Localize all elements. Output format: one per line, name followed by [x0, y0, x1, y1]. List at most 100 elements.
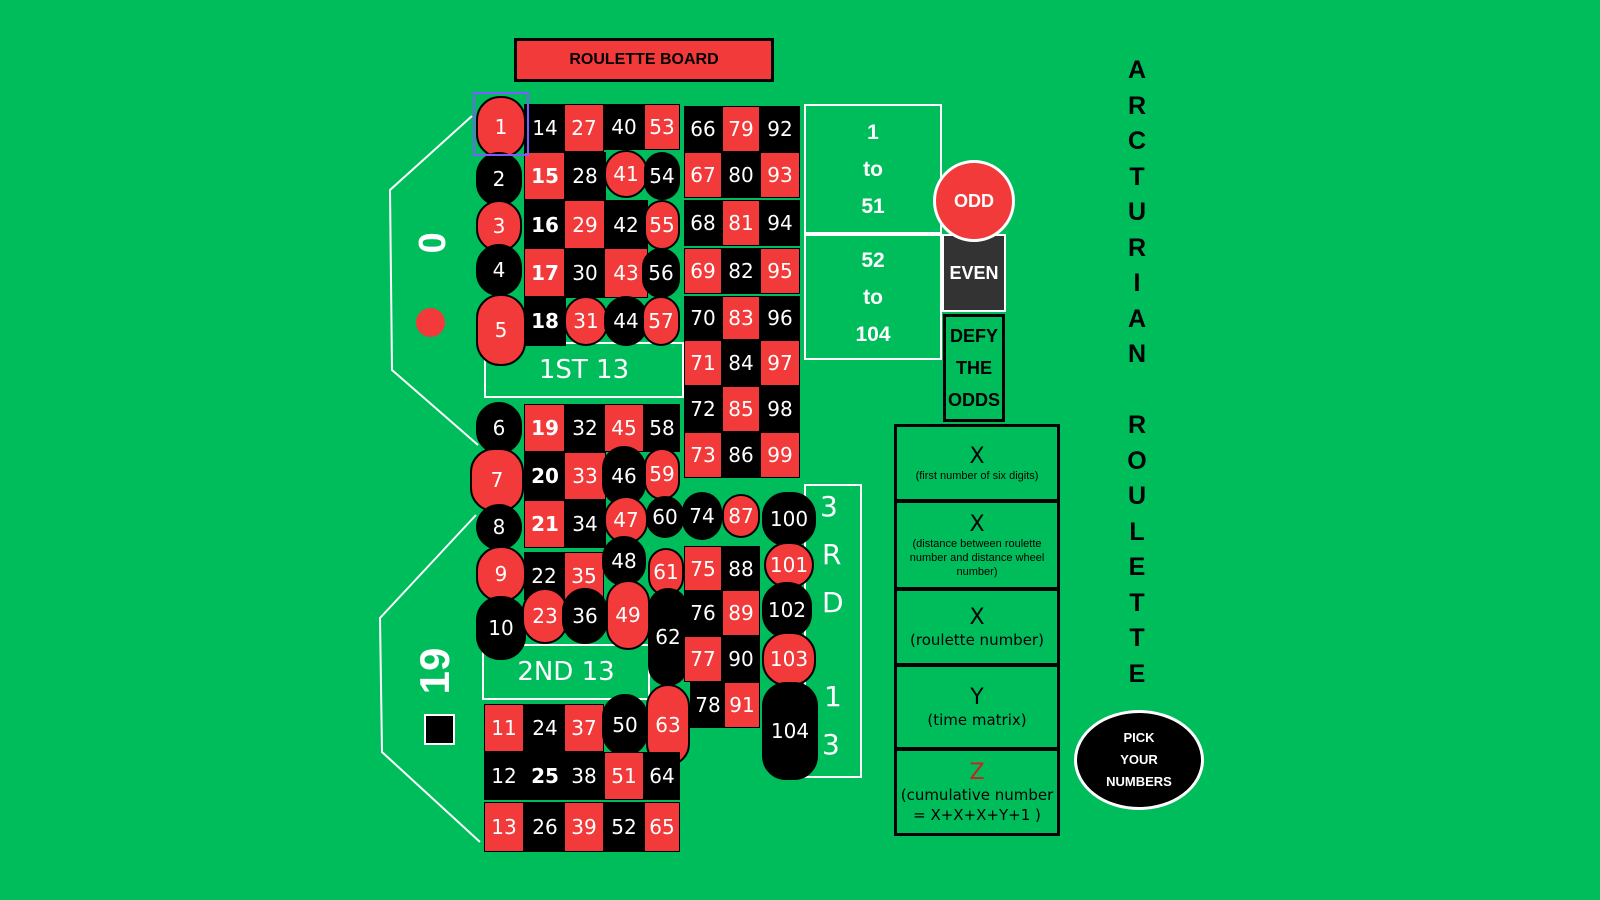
third-dozen-box[interactable]: [804, 484, 862, 778]
number-cell-40[interactable]: 40: [604, 104, 644, 150]
number-cell-35[interactable]: 35: [564, 552, 604, 600]
number-cell-29[interactable]: 29: [564, 200, 606, 250]
number-cell-70[interactable]: 70: [684, 296, 722, 340]
number-cell-102[interactable]: 102: [762, 582, 812, 638]
number-cell-28[interactable]: 28: [564, 152, 606, 200]
number-cell-89[interactable]: 89: [722, 590, 760, 636]
number-cell-52[interactable]: 52: [604, 802, 644, 852]
number-cell-87[interactable]: 87: [722, 494, 760, 538]
defy-the-odds-button[interactable]: DEFY THE ODDS: [943, 314, 1005, 422]
number-cell-79[interactable]: 79: [722, 106, 760, 152]
number-cell-42[interactable]: 42: [604, 200, 648, 250]
number-cell-67[interactable]: 67: [684, 152, 722, 198]
number-cell-26[interactable]: 26: [524, 802, 566, 852]
formula-box-distance[interactable]: X (distance between roulette number and …: [894, 500, 1060, 590]
number-cell-72[interactable]: 72: [684, 386, 722, 432]
number-cell-3[interactable]: 3: [476, 200, 522, 252]
number-cell-37[interactable]: 37: [564, 704, 604, 752]
number-cell-64[interactable]: 64: [644, 752, 680, 800]
number-cell-10[interactable]: 10: [476, 596, 526, 660]
formula-box-time-matrix[interactable]: Y (time matrix): [894, 664, 1060, 750]
number-cell-92[interactable]: 92: [760, 106, 800, 152]
number-cell-7[interactable]: 7: [470, 448, 524, 512]
second-dozen-box[interactable]: 2ND 13: [482, 644, 650, 700]
number-cell-100[interactable]: 100: [762, 492, 816, 546]
number-cell-93[interactable]: 93: [760, 152, 800, 198]
number-cell-77[interactable]: 77: [684, 636, 722, 682]
number-cell-15[interactable]: 15: [524, 152, 566, 200]
number-cell-95[interactable]: 95: [760, 248, 800, 294]
number-cell-101[interactable]: 101: [764, 542, 814, 588]
number-cell-60[interactable]: 60: [646, 496, 684, 538]
number-cell-49[interactable]: 49: [606, 580, 650, 650]
number-cell-104[interactable]: 104: [762, 682, 818, 780]
number-cell-85[interactable]: 85: [722, 386, 760, 432]
number-cell-54[interactable]: 54: [644, 152, 680, 200]
number-cell-2[interactable]: 2: [476, 152, 522, 206]
number-cell-4[interactable]: 4: [476, 244, 522, 296]
formula-box-first-number[interactable]: X (first number of six digits): [894, 424, 1060, 502]
range-box-1-to-51[interactable]: 1 to 51: [804, 104, 942, 234]
number-cell-21[interactable]: 21: [524, 500, 566, 548]
number-cell-57[interactable]: 57: [642, 296, 680, 346]
number-cell-9[interactable]: 9: [476, 546, 526, 602]
pick-your-numbers-button[interactable]: PICK YOUR NUMBERS: [1074, 710, 1204, 810]
number-cell-62[interactable]: 62: [648, 588, 688, 686]
number-cell-65[interactable]: 65: [644, 802, 680, 852]
number-cell-31[interactable]: 31: [564, 296, 608, 346]
number-cell-55[interactable]: 55: [644, 200, 680, 250]
number-cell-41[interactable]: 41: [604, 150, 648, 198]
number-cell-58[interactable]: 58: [644, 404, 680, 452]
number-cell-53[interactable]: 53: [644, 104, 680, 150]
number-cell-69[interactable]: 69: [684, 248, 722, 294]
number-cell-18[interactable]: 18: [524, 296, 566, 346]
number-cell-66[interactable]: 66: [684, 106, 722, 152]
number-cell-45[interactable]: 45: [604, 404, 644, 452]
number-cell-11[interactable]: 11: [484, 704, 524, 752]
even-button[interactable]: EVEN: [942, 234, 1006, 312]
number-cell-5[interactable]: 5: [476, 294, 526, 366]
number-cell-6[interactable]: 6: [476, 402, 522, 454]
number-cell-61[interactable]: 61: [648, 548, 684, 596]
number-cell-68[interactable]: 68: [684, 200, 722, 246]
odd-button[interactable]: ODD: [933, 160, 1015, 242]
range-box-52-to-104[interactable]: 52 to 104: [804, 234, 942, 360]
number-cell-82[interactable]: 82: [722, 248, 760, 294]
number-cell-80[interactable]: 80: [722, 152, 760, 198]
number-cell-74[interactable]: 74: [682, 492, 722, 540]
number-cell-81[interactable]: 81: [722, 200, 760, 246]
number-cell-1[interactable]: 1: [476, 96, 526, 158]
number-cell-73[interactable]: 73: [684, 432, 722, 478]
number-cell-8[interactable]: 8: [476, 504, 522, 550]
number-cell-78[interactable]: 78: [690, 682, 726, 728]
number-cell-34[interactable]: 34: [564, 500, 606, 548]
number-cell-30[interactable]: 30: [564, 248, 606, 298]
number-cell-83[interactable]: 83: [722, 296, 760, 340]
number-cell-13[interactable]: 13: [484, 802, 524, 852]
nineteen-label[interactable]: 19: [411, 647, 458, 695]
number-cell-84[interactable]: 84: [722, 340, 760, 386]
number-cell-103[interactable]: 103: [762, 632, 816, 686]
zero-label[interactable]: 0: [410, 232, 453, 254]
number-cell-51[interactable]: 51: [604, 752, 644, 800]
number-cell-75[interactable]: 75: [684, 546, 722, 592]
number-cell-88[interactable]: 88: [722, 546, 760, 592]
number-cell-27[interactable]: 27: [564, 104, 604, 152]
number-cell-32[interactable]: 32: [564, 404, 606, 452]
number-cell-16[interactable]: 16: [524, 200, 566, 250]
number-cell-25[interactable]: 25: [524, 752, 566, 800]
number-cell-90[interactable]: 90: [722, 636, 760, 682]
number-cell-99[interactable]: 99: [760, 432, 800, 478]
number-cell-50[interactable]: 50: [602, 694, 648, 756]
number-cell-19[interactable]: 19: [524, 404, 566, 452]
number-cell-39[interactable]: 39: [564, 802, 604, 852]
number-cell-48[interactable]: 48: [602, 536, 646, 586]
number-cell-59[interactable]: 59: [644, 448, 680, 500]
number-cell-97[interactable]: 97: [760, 340, 800, 386]
number-cell-94[interactable]: 94: [760, 200, 800, 246]
number-cell-91[interactable]: 91: [724, 682, 760, 728]
formula-box-roulette-number[interactable]: X (roulette number): [894, 588, 1060, 666]
number-cell-76[interactable]: 76: [684, 590, 722, 636]
number-cell-12[interactable]: 12: [484, 752, 524, 800]
number-cell-98[interactable]: 98: [760, 386, 800, 432]
